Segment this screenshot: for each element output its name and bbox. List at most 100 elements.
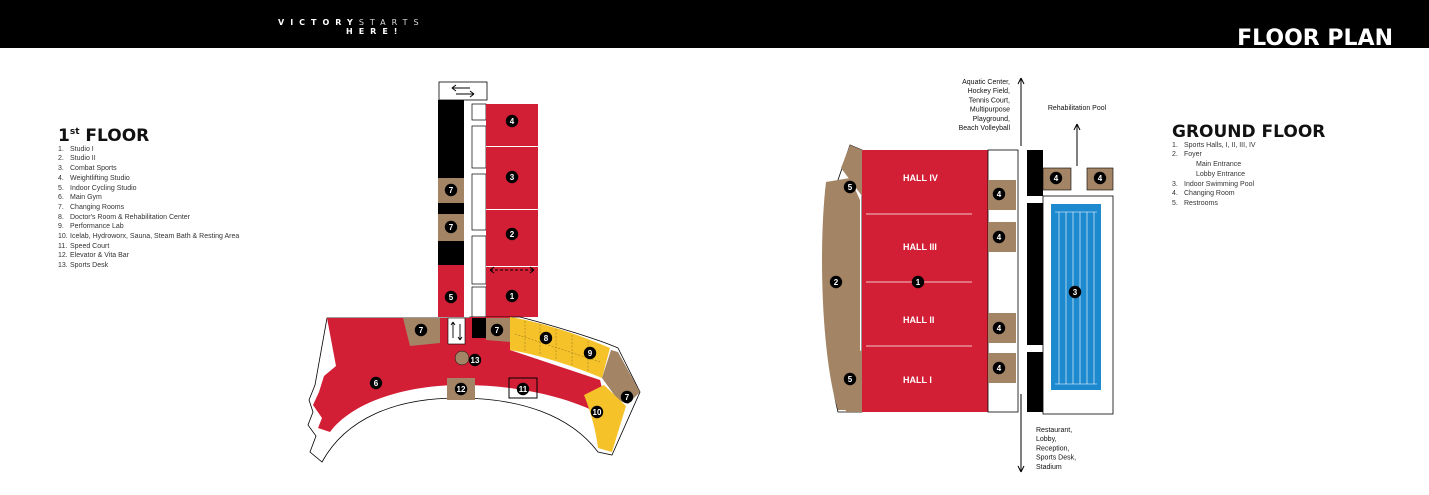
top-bar: VICTORYSTARTS HERE! FLOOR PLAN — [0, 0, 1429, 51]
room-number: 7 — [419, 326, 424, 335]
ground-floor-legend-item: Lobby Entrance — [1196, 170, 1246, 178]
room-number-badge — [490, 323, 504, 337]
foyer — [822, 178, 860, 410]
room-number-badge — [992, 321, 1006, 335]
ground-floor-legend-item: 4.Changing Room — [1172, 190, 1235, 198]
wall — [1027, 203, 1043, 345]
page-title: FLOOR PLAN — [1237, 26, 1393, 51]
first-floor-legend-item: 1.Studio I — [58, 145, 94, 153]
room-number-badge — [454, 382, 468, 396]
room-number-badge — [829, 275, 843, 289]
top-arrow-label: Aquatic Center,Hockey Field,Tennis Court… — [959, 79, 1011, 132]
wall — [1027, 352, 1043, 412]
first-floor-legend-item: 4.Weightlifting Studio — [58, 174, 130, 182]
room-number-badge — [992, 187, 1006, 201]
first-floor-legend-item: 7.Changing Rooms — [58, 203, 125, 211]
room-8-9 — [510, 317, 610, 378]
tagline-rest: STARTS — [358, 18, 425, 27]
ground-floor-legend: GROUND FLOOR 1.Sports Halls, I, II, III,… — [1172, 122, 1326, 209]
first-floor-plan — [307, 81, 641, 463]
room-number-badge — [1068, 285, 1082, 299]
corridor-segment — [471, 103, 487, 121]
corridor-segment — [471, 173, 487, 231]
room-number-badge — [911, 275, 925, 289]
room-number-badge — [516, 382, 530, 396]
room-number-badge — [843, 180, 857, 194]
room-number-badge — [583, 346, 597, 360]
room-11 — [508, 377, 538, 399]
room-number: 8 — [544, 334, 549, 343]
arrow-up-icon — [1017, 77, 1025, 146]
room-number-badge — [539, 331, 553, 345]
room-number: 6 — [374, 379, 379, 388]
bottom-arrow-label: Restaurant,Lobby,Reception,Sports Desk,S… — [1036, 427, 1076, 471]
ground-floor-legend-item: 1.Sports Halls, I, II, III, IV — [1172, 141, 1256, 149]
arrow-label-line: Restaurant, — [1036, 427, 1072, 434]
room-number: 11 — [519, 385, 528, 394]
room-number: 4 — [997, 324, 1002, 333]
room-number-badge — [505, 170, 519, 184]
lift-shaft — [447, 317, 466, 345]
room-number: 1 — [510, 292, 515, 301]
first-floor-legend-item: 3.Combat Sports — [58, 165, 117, 173]
room-number: 4 — [510, 117, 515, 126]
ground-floor-legend-item: 5.Restrooms — [1172, 199, 1218, 207]
wall — [1027, 150, 1043, 196]
room-number: 2 — [834, 278, 839, 287]
room-number: 10 — [593, 408, 602, 417]
room-number-badge — [1049, 171, 1063, 185]
room-number-badge — [444, 183, 458, 197]
first-floor-legend-item: 2.Studio II — [58, 155, 96, 163]
room-number-badge — [505, 114, 519, 128]
first-floor-legend-item: 12.Elevator & Vita Bar — [58, 252, 130, 260]
corridor-block — [472, 318, 486, 338]
ground-floor-plan: HALL IV HALL III HALL II HALL I Rehabili… — [822, 77, 1114, 473]
room-number-badge — [992, 361, 1006, 375]
room-number: 4 — [997, 233, 1002, 242]
corridor-segment — [471, 235, 487, 285]
room-number-badge — [505, 289, 519, 303]
corridor-block — [438, 100, 464, 180]
lift-arrows-icon — [450, 321, 463, 341]
arrow-label-line: Stadium — [1036, 464, 1062, 471]
arrow-label-line: Aquatic Center, — [962, 79, 1010, 86]
room-number: 7 — [449, 186, 454, 195]
stair-arrows-icon — [451, 84, 475, 98]
arrow-label-line: Tennis Court, — [969, 97, 1010, 104]
room-number: 9 — [588, 349, 593, 358]
tagline-line2: HERE! — [346, 27, 404, 36]
corridor-block — [438, 241, 464, 265]
room-number: 5 — [848, 375, 853, 384]
arrow-label-line: Lobby, — [1036, 436, 1057, 443]
room-number: 2 — [510, 230, 515, 239]
room-number-badge — [992, 230, 1006, 244]
arrow-label-line: Beach Volleyball — [959, 125, 1011, 132]
room-number: 4 — [997, 190, 1002, 199]
first-floor-legend-item: 8.Doctor's Room & Rehabilitation Center — [58, 213, 191, 221]
arrow-label-line: Multipurpose — [970, 107, 1010, 114]
first-floor-legend-item: 9.Performance Lab — [58, 223, 124, 231]
room-number-badge — [444, 220, 458, 234]
hall-iii-label: HALL III — [903, 242, 937, 252]
room-number-badge — [620, 390, 634, 404]
first-floor-title: 1st FLOOR — [58, 126, 150, 146]
first-floor-legend-item: 6.Main Gym — [58, 194, 102, 202]
room-number-badge — [369, 376, 383, 390]
room-number-badge — [444, 290, 458, 304]
hall-iv-label: HALL IV — [903, 173, 938, 183]
sports-halls — [862, 150, 988, 412]
restroom-5-top — [841, 145, 862, 196]
room-number: 13 — [471, 356, 480, 365]
room-number: 12 — [457, 385, 466, 394]
ground-floor-legend-item: 2.Foyer — [1172, 151, 1202, 159]
ground-floor-title: GROUND FLOOR — [1172, 122, 1326, 142]
tagline: VICTORYSTARTS HERE! — [278, 18, 425, 36]
room-number: 3 — [1073, 288, 1078, 297]
room-number: 5 — [848, 183, 853, 192]
room-number: 4 — [1098, 174, 1103, 183]
room-6 — [313, 317, 610, 432]
room-number: 7 — [449, 223, 454, 232]
